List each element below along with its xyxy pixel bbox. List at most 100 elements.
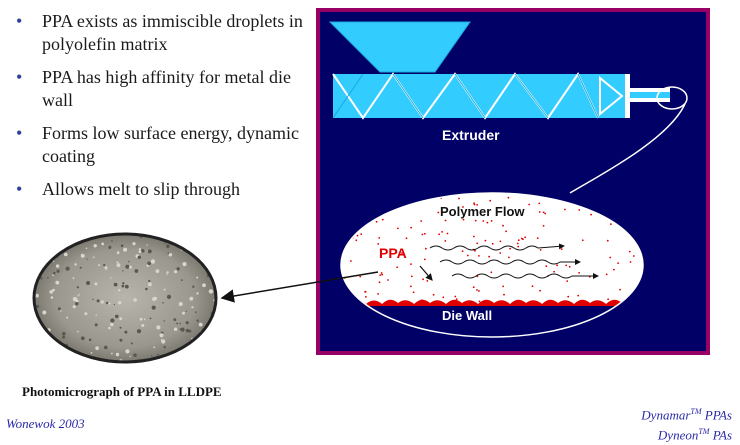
ppa-droplet: [438, 233, 440, 236]
bullet-text: Forms low surface energy, dynamic coatin…: [42, 123, 299, 166]
micrograph-speck: [149, 317, 152, 320]
micrograph-speck: [90, 352, 93, 354]
ppa-droplet: [422, 278, 424, 281]
micrograph-speck: [113, 282, 118, 287]
ppa-droplet: [473, 235, 475, 238]
micrograph-speck: [159, 333, 164, 338]
ppa-droplet: [359, 275, 362, 278]
micrograph-speck: [125, 349, 130, 354]
micrograph-speck: [64, 252, 68, 257]
micrograph-speck: [118, 301, 122, 305]
micrograph-speck: [55, 280, 60, 285]
micrograph-speck: [65, 266, 70, 271]
micrograph-speck: [108, 302, 111, 305]
ppa-droplet: [437, 211, 440, 214]
micrograph-speck: [62, 335, 66, 339]
micrograph-speck: [156, 325, 161, 330]
micrograph-speck: [174, 270, 178, 274]
micrograph-speck: [52, 274, 54, 277]
ppa-droplet: [489, 199, 492, 202]
micrograph-speck: [120, 244, 124, 247]
ppa-droplet: [486, 221, 489, 224]
ppa-droplet: [379, 274, 382, 276]
ppa-droplet: [516, 242, 519, 245]
ppa-droplet: [539, 289, 541, 292]
ppa-droplet: [542, 211, 545, 214]
micrograph-speck: [86, 258, 88, 260]
bullet-list: • PPA exists as immiscible droplets in po…: [14, 10, 314, 211]
ppa-droplet: [502, 224, 504, 227]
screw-tip: [599, 75, 624, 117]
ppa-droplet: [568, 265, 571, 268]
ppa-droplet: [378, 237, 381, 239]
ppa-droplet: [474, 219, 477, 222]
micrograph-speck: [176, 267, 180, 271]
micrograph-speck: [153, 346, 156, 349]
micrograph-speck: [164, 242, 166, 244]
micrograph-speck: [92, 256, 95, 258]
ppa-droplet: [564, 208, 566, 211]
ppa-droplet: [478, 290, 480, 292]
ppa-droplet: [466, 254, 469, 257]
micrograph-speck: [108, 247, 111, 250]
micrograph-speck: [147, 249, 152, 254]
micrograph-speck: [53, 271, 56, 275]
ppa-droplet: [609, 256, 612, 259]
ppa-droplet: [488, 255, 490, 258]
ppa-label: PPA: [379, 245, 407, 261]
micrograph-speck: [57, 307, 61, 311]
micrograph-speck: [145, 287, 148, 291]
micrograph-speck: [121, 284, 125, 288]
ppa-droplet: [410, 275, 413, 278]
micrograph-speck: [95, 314, 97, 316]
ppa-droplet: [505, 230, 507, 233]
micrograph-speck: [96, 299, 100, 303]
ppa-droplet: [507, 196, 510, 199]
ppa-droplet: [377, 293, 379, 295]
micrograph-speck: [163, 288, 166, 291]
micrograph-speck: [115, 352, 120, 357]
zoom-connector-line: [569, 103, 686, 194]
micrograph-speck: [86, 281, 91, 285]
micrograph-speck: [72, 305, 76, 309]
ppa-droplet: [502, 285, 504, 288]
ppa-droplet: [432, 293, 435, 296]
brand-line-2: DyneonTM PAs: [657, 427, 732, 443]
micrograph-speck: [124, 330, 128, 334]
ppa-droplet: [364, 291, 366, 293]
ppa-droplet: [461, 250, 464, 253]
micrograph-speck: [110, 322, 114, 327]
brand-line-1: DynamarTM PPAs: [641, 407, 732, 423]
ppa-droplet: [545, 265, 548, 268]
micrograph-speck: [185, 328, 190, 333]
micrograph-speck: [138, 250, 142, 253]
micrograph-speck: [101, 242, 105, 246]
ppa-droplet: [355, 239, 358, 242]
ppa-droplet: [499, 252, 502, 254]
ppa-droplet: [542, 225, 545, 227]
micrograph-speck: [47, 276, 49, 279]
micrograph-speck: [49, 290, 53, 294]
ppa-droplet: [401, 252, 403, 254]
micrograph-speck: [125, 264, 130, 269]
ppa-droplet: [619, 288, 621, 291]
die-wall-label: Die Wall: [442, 308, 492, 323]
ppa-droplet: [556, 264, 558, 267]
micrograph-speck: [132, 242, 136, 246]
bullet-text: PPA exists as immiscible droplets in pol…: [42, 11, 303, 54]
ppa-droplet: [426, 280, 429, 282]
ppa-droplet: [524, 236, 526, 239]
ppa-droplet: [410, 285, 412, 288]
micrograph-speck: [166, 273, 168, 275]
micrograph-speck: [141, 324, 145, 327]
zoom-circle: [656, 86, 688, 110]
bullet-text: PPA has high affinity for metal die wall: [42, 67, 291, 110]
ppa-droplet: [629, 261, 632, 263]
ppa-droplet: [444, 219, 447, 222]
micrograph-speck: [52, 288, 55, 292]
extruder-label: Extruder: [442, 127, 500, 143]
brand-block: DynamarTM PPAs DyneonTM PAs: [641, 403, 732, 444]
bullet-dot-icon: •: [16, 67, 23, 87]
ppa-droplet: [607, 298, 609, 301]
